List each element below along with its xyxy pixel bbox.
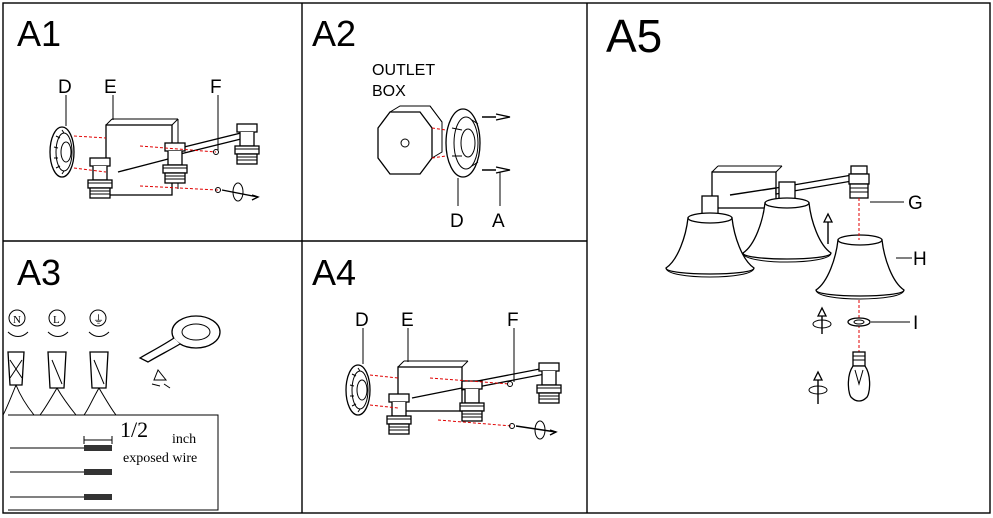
callout-f: F: [507, 310, 519, 331]
ground-terminal-icon: [89, 309, 107, 327]
line-terminal-label: L: [53, 314, 60, 326]
panel-label-a2: A2: [312, 13, 356, 54]
callout-f: F: [210, 77, 222, 98]
electrical-tape-icon: [171, 315, 221, 349]
callout-d: D: [450, 211, 464, 232]
a5-fixture-drawing: [665, 165, 912, 404]
callout-g: G: [908, 193, 923, 214]
outlet-box-label-line2: BOX: [372, 83, 406, 100]
panel-label-a3: A3: [17, 252, 61, 293]
a3-wiring-drawing: [2, 309, 221, 511]
ground-terminal-label: ⏚: [93, 313, 104, 326]
panel-label-a5: A5: [606, 10, 662, 62]
line-terminal-icon: [48, 309, 66, 327]
panel-label-a1: A1: [17, 13, 61, 54]
panel-label-a4: A4: [312, 252, 356, 293]
exposed-wire-caption: exposed wire: [123, 451, 197, 466]
wire-length-value: 1/2: [120, 417, 148, 442]
a1-fixture-drawing: [49, 95, 260, 202]
callout-i: I: [913, 313, 918, 334]
neutral-terminal-icon: [8, 309, 26, 327]
light-bulb-icon: [852, 351, 866, 367]
callout-d: D: [355, 310, 369, 331]
callout-e: E: [401, 310, 414, 331]
callout-h: H: [913, 249, 927, 270]
neutral-terminal-label: N: [13, 314, 21, 326]
outlet-box-label-line1: OUTLET: [372, 62, 435, 79]
callout-e: E: [104, 77, 117, 98]
callout-d: D: [58, 77, 72, 98]
wire-length-unit: inch: [172, 432, 196, 447]
a2-outlet-drawing: [377, 105, 511, 206]
callout-a: A: [492, 211, 505, 232]
a4-fixture-drawing: [345, 328, 562, 440]
